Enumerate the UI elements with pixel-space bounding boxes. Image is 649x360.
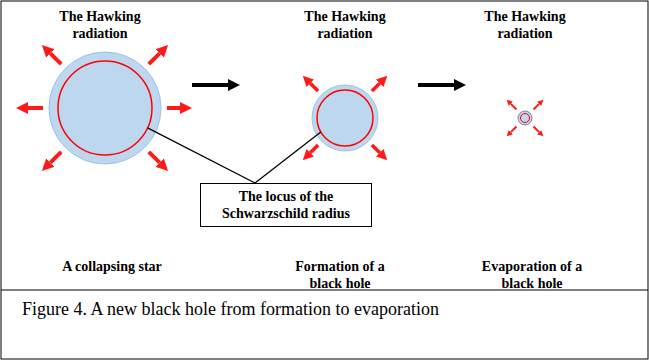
- black-hole-body: [312, 85, 378, 151]
- radiation-label: The Hawking radiation: [295, 8, 395, 42]
- leader-line: [148, 128, 255, 183]
- callout-text: The locus of the Schwarzschild radius: [207, 188, 365, 222]
- stage-arrow: [192, 83, 228, 87]
- radiation-label: The Hawking radiation: [475, 8, 575, 42]
- radiation-label: The Hawking radiation: [50, 8, 150, 42]
- stage-arrow: [418, 83, 454, 87]
- hawking-arrows: [310, 83, 380, 153]
- black-hole-body: [518, 111, 532, 125]
- schwarzschild-radius: [521, 114, 530, 123]
- hawking-arrows: [511, 104, 539, 132]
- figure-caption: Figure 4. A new black hole from formatio…: [22, 296, 452, 322]
- star-body: [49, 52, 161, 164]
- schwarzschild-radius: [317, 90, 373, 146]
- schwarzschild-radius: [58, 61, 152, 155]
- stage-label: A collapsing star: [62, 258, 162, 275]
- callout-box: The locus of the Schwarzschild radius: [200, 183, 372, 227]
- stage-label: Formation of a black hole: [290, 258, 390, 292]
- stage-label: Evaporation of a black hole: [476, 258, 588, 292]
- hawking-arrows: [28, 53, 180, 162]
- leader-line: [255, 132, 321, 183]
